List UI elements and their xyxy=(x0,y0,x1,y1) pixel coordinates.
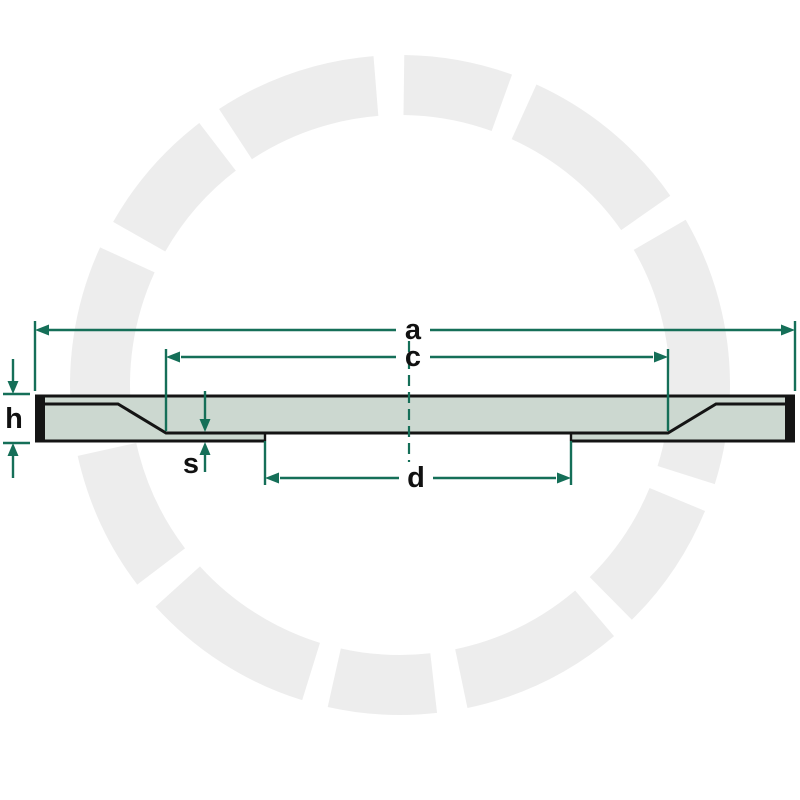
dim-d-arrow-left xyxy=(265,472,279,484)
dimension-a: a xyxy=(33,314,797,391)
dim-c-arrow-right xyxy=(654,351,668,363)
watermark xyxy=(70,55,730,715)
dim-h-arrow-up xyxy=(7,443,19,456)
dim-label-h: h xyxy=(5,403,23,435)
part-body-fill xyxy=(35,396,795,441)
watermark-ring xyxy=(70,55,730,715)
dim-s-arrow-up xyxy=(199,442,211,455)
dimension-d: d xyxy=(263,441,573,494)
dim-label-d: d xyxy=(407,462,425,494)
dim-label-c: c xyxy=(405,341,421,373)
dim-h-arrow-down xyxy=(7,381,19,394)
part-cross-section xyxy=(35,394,795,443)
part-rim-left xyxy=(35,396,45,441)
dimension-s: s xyxy=(183,391,211,480)
dim-a-arrow-left xyxy=(35,324,49,336)
part-rim-right xyxy=(785,396,795,441)
part-inner-contour xyxy=(45,402,785,435)
dim-d-arrow-right xyxy=(557,472,571,484)
dim-c-arrow-left xyxy=(166,351,180,363)
dimension-h: h xyxy=(3,359,30,478)
dimension-c: c xyxy=(164,341,670,431)
dim-a-arrow-right xyxy=(781,324,795,336)
dim-label-a: a xyxy=(405,314,422,346)
dim-s-arrow-down xyxy=(199,419,211,432)
dim-label-s: s xyxy=(183,448,199,480)
